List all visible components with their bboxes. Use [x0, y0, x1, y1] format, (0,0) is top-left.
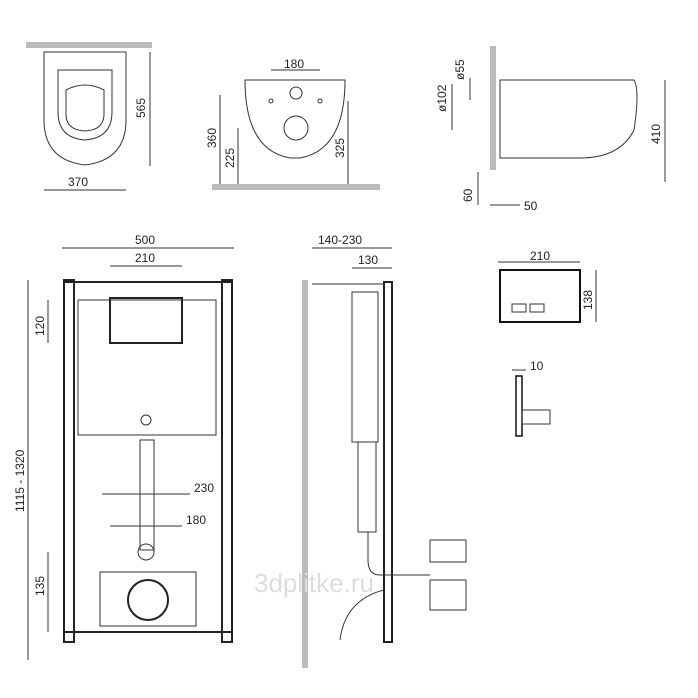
dim-bolt-wide: 230: [194, 481, 214, 495]
dim-depth-range: 140-230: [318, 233, 362, 247]
dim-plate-h: 138: [581, 290, 595, 310]
frame-front-view: 500 210 120 1115 - 1320 230 180 135: [13, 233, 234, 660]
dim-bolt-narrow: 180: [186, 513, 206, 527]
dim-plate-w: 210: [530, 249, 550, 263]
dim-frame-depth: 130: [358, 253, 378, 267]
dim-total-height: 360: [205, 128, 219, 148]
frame-side-view: 140-230 130: [302, 233, 467, 668]
dim-lower-height: 225: [223, 148, 237, 168]
dim-plate-height: 120: [33, 316, 47, 336]
dim-plate-width: 210: [135, 251, 155, 265]
watermark: 3dplitke.ru: [254, 568, 374, 598]
dim-plate-thickness: 10: [530, 359, 544, 373]
toilet-top-view: 565 370: [26, 42, 152, 191]
dim-width: 370: [68, 175, 88, 189]
dim-height: 410: [649, 124, 663, 144]
dim-d-small: ø55: [453, 59, 467, 80]
dim-hole-spacing: 180: [284, 57, 304, 71]
dim-offset-h: 50: [524, 199, 538, 213]
dim-d-large: ø102: [435, 84, 449, 112]
dim-height-range: 1115 - 1320: [13, 449, 27, 512]
dim-outlet-height: 325: [333, 138, 347, 158]
toilet-side-view: ø55 ø102 410 60 50: [435, 46, 666, 213]
flush-plate: 210 138 10: [498, 249, 597, 437]
dim-frame-width: 500: [135, 233, 155, 247]
dim-offset-v: 60: [461, 188, 475, 202]
toilet-front-view: 180 360 225 325: [205, 57, 380, 190]
dim-outlet-height-frame: 135: [33, 576, 47, 596]
dim-depth: 565: [134, 98, 148, 118]
